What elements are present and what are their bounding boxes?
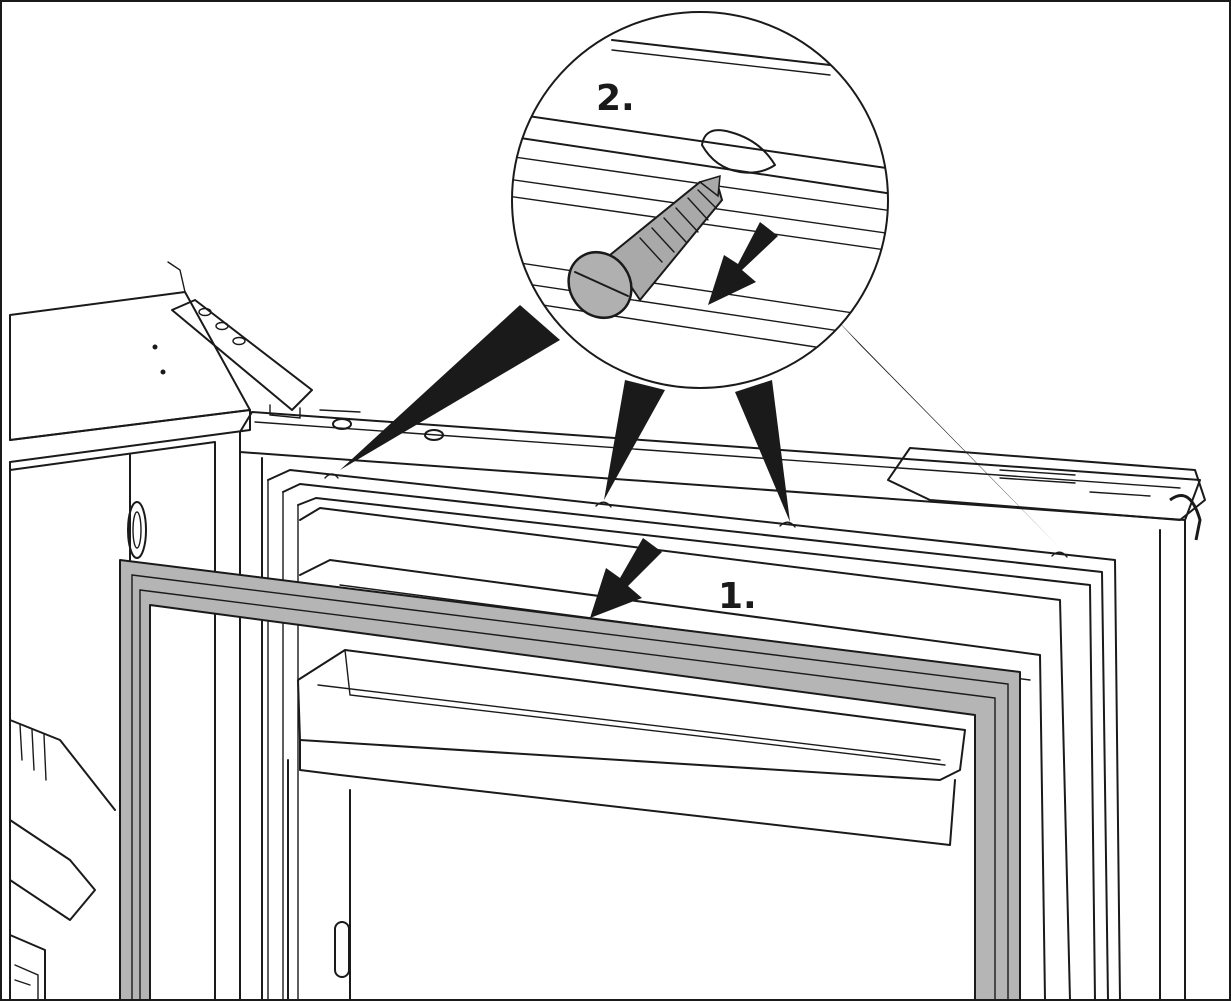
screw-icon [567, 174, 724, 319]
step-1-label: 1. [718, 576, 757, 617]
door-frame-profile [267, 469, 1121, 1001]
pointer-wedge-4 [835, 318, 1060, 548]
door-gasket [119, 559, 1021, 1001]
magnifier-detail [511, 11, 889, 389]
magnifier-pointers [340, 305, 1060, 548]
arrow-down-icon [708, 222, 778, 305]
fridge-body [239, 409, 1206, 1001]
step-2-label: 2. [596, 78, 635, 119]
door-shelf [287, 649, 966, 1001]
pointer-wedge-2 [604, 380, 665, 500]
pointer-wedge-3 [735, 380, 790, 522]
pointer-wedge-1 [340, 305, 560, 470]
arrow-pull-gasket-icon [590, 538, 662, 618]
